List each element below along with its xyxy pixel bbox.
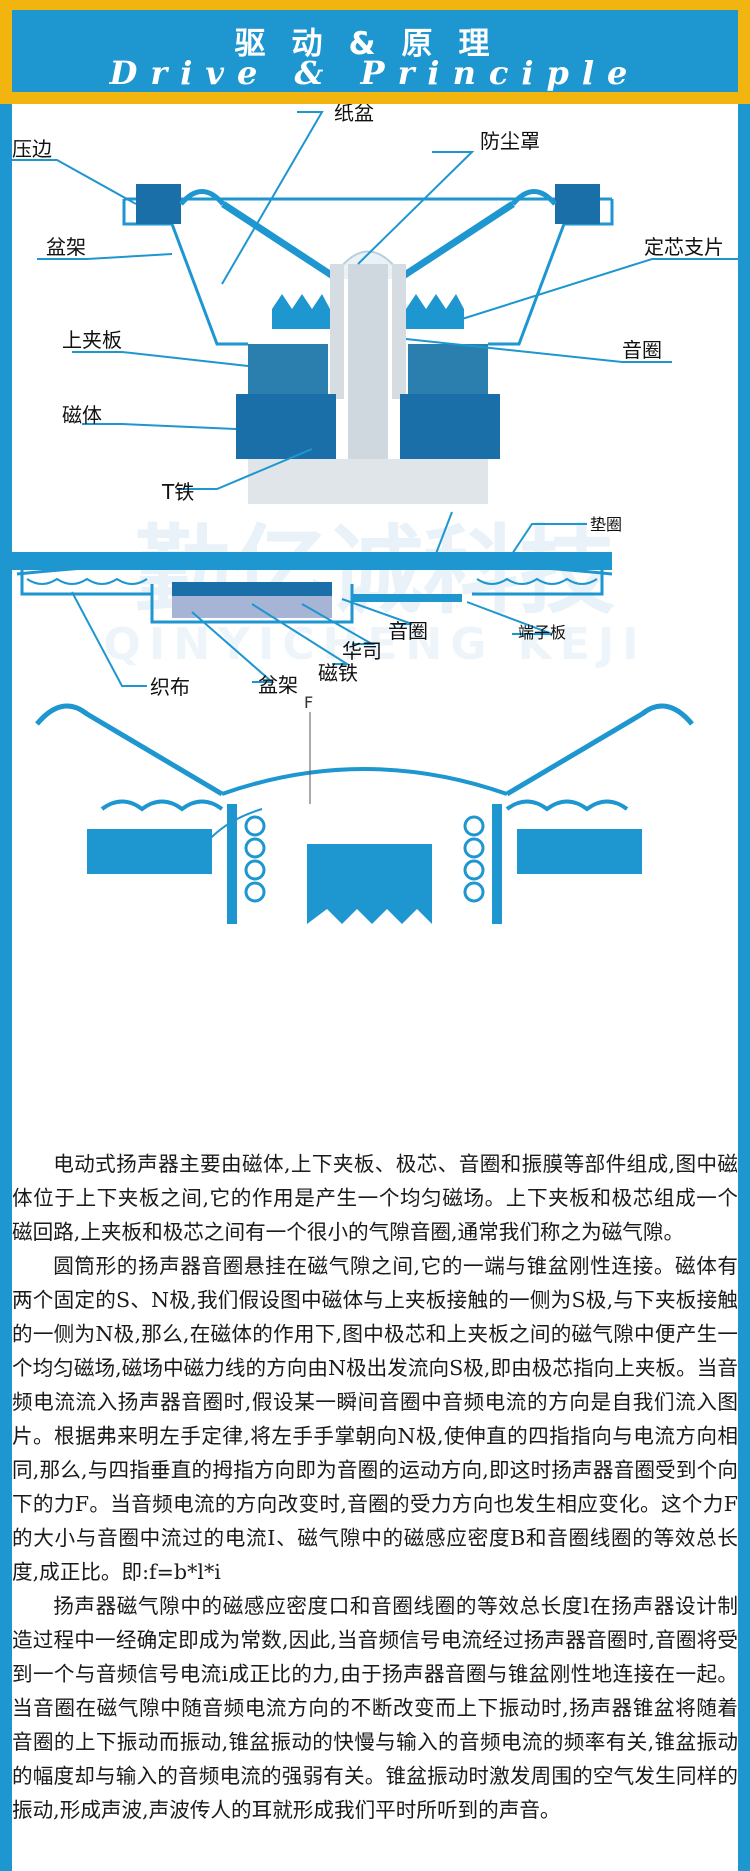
page-title-english: Drive & Principle xyxy=(109,54,641,92)
voice-coil-former-right xyxy=(392,264,406,399)
label-magnet-2: 磁铁 xyxy=(318,661,358,685)
surround-right xyxy=(555,184,600,224)
paragraph-conclusion: 扬声器磁气隙中的磁感应密度口和音圈线圈的等效总长度l在扬声器设计制造过程中一经确… xyxy=(12,1594,738,1822)
label-terminal-board: 端子板 xyxy=(518,623,566,642)
label-basket: 盆架 xyxy=(46,235,86,259)
label-fabric: 织布 xyxy=(150,675,190,699)
flat-speaker-cross-section: 垫圈 端子板 音圈 华司 磁铁 盆架 织布 xyxy=(12,511,622,699)
dust-cap-arc xyxy=(221,767,508,796)
page-header: 驱动&原理 Drive & Principle xyxy=(0,0,750,104)
force-label: F xyxy=(304,693,313,712)
label-top-plate: 上夹板 xyxy=(62,328,122,352)
spider-right xyxy=(406,294,464,329)
label-gasket: 垫圈 xyxy=(590,515,622,534)
label-dust-cap: 防尘罩 xyxy=(480,129,540,153)
gasket-top xyxy=(12,552,612,570)
top-plate-right-3 xyxy=(517,829,642,874)
label-magnet: 磁体 xyxy=(62,403,102,427)
magnet-right xyxy=(400,394,500,459)
paragraph-principle: 圆筒形的扬声器音圈悬挂在磁气隙之间,它的一端与锥盆刚性连接。磁体有两个固定的S、… xyxy=(12,1254,738,1584)
label-voice-coil-2: 音圈 xyxy=(388,619,428,643)
pole-piece-3 xyxy=(307,844,432,924)
voice-coil-force-diagram: F xyxy=(35,693,694,924)
voice-coil-former-left xyxy=(330,264,344,399)
speaker-cross-section: 纸盆 压边 防尘罩 盆架 定芯支片 上夹板 音圈 磁体 T铁 xyxy=(12,104,738,504)
cone-profile xyxy=(35,703,694,797)
label-surround: 压边 xyxy=(12,137,52,161)
label-basket-2: 盆架 xyxy=(258,673,298,697)
magnet-flat xyxy=(172,596,332,618)
article-body: 电动式扬声器主要由磁体,上下夹板、极芯、音圈和振膜等部件组成,图中磁体位于上下夹… xyxy=(12,1147,738,1827)
coil-windings xyxy=(244,815,485,903)
pole-piece xyxy=(348,264,388,459)
surround-left xyxy=(136,184,181,224)
label-spider: 定芯支片 xyxy=(644,235,724,259)
t-yoke-base xyxy=(248,459,488,504)
terminal-board xyxy=(352,594,462,602)
basket-rim xyxy=(20,570,604,596)
right-border xyxy=(738,104,750,1871)
washer xyxy=(172,582,332,596)
paper-cone xyxy=(221,201,515,285)
magnet-left xyxy=(236,394,336,459)
label-paper-cone: 纸盆 xyxy=(334,104,374,125)
left-border xyxy=(0,104,12,1871)
top-plate-left-3 xyxy=(87,829,212,874)
page-title-chinese: 驱动&原理 xyxy=(234,26,516,62)
label-voice-coil: 音圈 xyxy=(622,338,662,362)
paragraph-intro: 电动式扬声器主要由磁体,上下夹板、极芯、音圈和振膜等部件组成,图中磁体位于上下夹… xyxy=(12,1152,738,1244)
spider-left xyxy=(272,294,330,329)
top-plate-left xyxy=(248,344,328,394)
label-washer: 华司 xyxy=(342,639,382,663)
header-banner: 驱动&原理 Drive & Principle xyxy=(12,10,738,92)
label-t-yoke: T铁 xyxy=(161,480,194,504)
speaker-diagrams: 勤亿诚科技 QINYICHENG KEJI xyxy=(12,104,738,924)
top-plate-right xyxy=(408,344,488,394)
